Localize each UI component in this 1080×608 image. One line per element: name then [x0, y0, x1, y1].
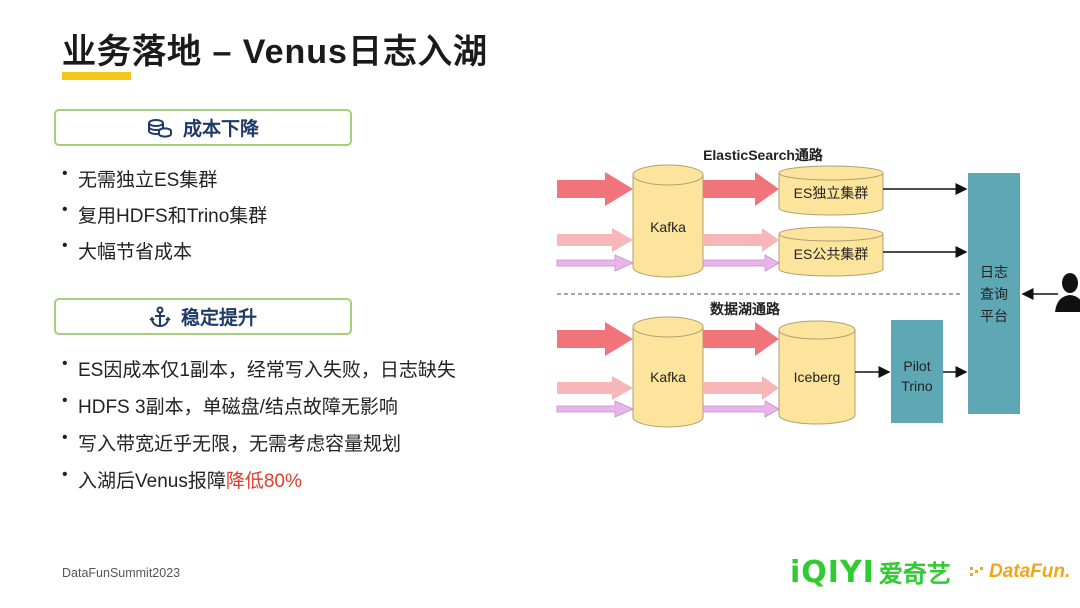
es-path-label: ElasticSearch通路: [703, 147, 824, 163]
platform-label: 平台: [980, 308, 1008, 324]
datafun-text: DataFun.: [989, 561, 1071, 582]
iqiyi-logo-zh: 爱奇艺: [878, 561, 951, 588]
platform-label: 查询: [980, 286, 1008, 302]
highlight-text: 降低80%: [225, 471, 302, 492]
es-public-label: ES公共集群: [794, 246, 869, 262]
cost-bullet-list: 无需独立ES集群 复用HDFS和Trino集群 大幅节省成本: [62, 165, 267, 273]
list-item: 无需独立ES集群: [62, 165, 267, 201]
input-arrow-strong: [557, 322, 633, 356]
iceberg-cylinder: Iceberg: [778, 320, 856, 425]
datafun-mark-icon: [970, 567, 983, 576]
arrow-kafka-es-public-pink: [702, 254, 780, 272]
list-item: 入湖后Venus报障降低80%: [62, 466, 456, 503]
list-item: 大幅节省成本: [62, 237, 267, 273]
input-arrow-light: [557, 376, 633, 400]
list-item: 复用HDFS和Trino集群: [62, 201, 267, 237]
input-arrow-pink: [556, 254, 634, 272]
kafka-cylinder-top: Kafka: [632, 164, 704, 278]
platform-label: 日志: [980, 264, 1008, 280]
arrow-kafka-iceberg-light: [703, 376, 779, 400]
kafka-label: Kafka: [650, 219, 686, 235]
section-stability: 稳定提升: [54, 298, 352, 335]
pilot-label: Pilot: [903, 358, 930, 374]
kafka-label: Kafka: [650, 369, 686, 385]
arrow-kafka-iceberg: [703, 322, 779, 356]
datafun-logo: DataFun.: [970, 561, 1070, 583]
arrow-kafka-es-public: [703, 228, 779, 252]
list-item: 写入带宽近乎无限，无需考虑容量规划: [62, 429, 456, 466]
list-item: HDFS 3副本，单磁盘/结点故障无影响: [62, 392, 456, 429]
section-label: 稳定提升: [180, 308, 257, 329]
log-query-platform: 日志 查询 平台: [968, 173, 1020, 414]
input-arrow-pink: [556, 400, 634, 418]
section-label: 成本下降: [182, 119, 259, 140]
input-arrow-strong: [557, 172, 633, 206]
arrow-kafka-iceberg-pink: [702, 400, 780, 418]
list-item: ES因成本仅1副本，经常写入失败，日志缺失: [62, 355, 456, 392]
pilot-trino-box: Pilot Trino: [891, 320, 943, 423]
lake-path-label: 数据湖通路: [710, 301, 781, 317]
stability-bullet-list: ES因成本仅1副本，经常写入失败，日志缺失 HDFS 3副本，单磁盘/结点故障无…: [62, 355, 456, 503]
iqiyi-logo: iQIYI 爱奇艺: [790, 554, 951, 590]
bullet-text: 入湖后Venus报障: [78, 471, 226, 492]
es-independent-cylinder: ES独立集群: [778, 165, 884, 216]
user-silhouette-icon: [1055, 273, 1080, 312]
iqiyi-logo-en: iQIYI: [790, 555, 875, 590]
trino-label: Trino: [901, 378, 933, 394]
es-public-cylinder: ES公共集群: [778, 226, 884, 277]
footer-summit: DataFunSummit2023: [62, 566, 181, 580]
coins-icon: [147, 117, 173, 139]
section-cost-reduction: 成本下降: [54, 109, 352, 146]
iceberg-label: Iceberg: [794, 369, 841, 385]
anchor-icon: [149, 306, 171, 328]
title-underline: [62, 72, 131, 80]
page-title: 业务落地 – Venus日志入湖: [62, 33, 488, 71]
arrow-kafka-es-independent: [703, 172, 779, 206]
input-arrow-light: [557, 228, 633, 252]
kafka-cylinder-bottom: Kafka: [632, 316, 704, 428]
es-independent-label: ES独立集群: [794, 185, 869, 201]
